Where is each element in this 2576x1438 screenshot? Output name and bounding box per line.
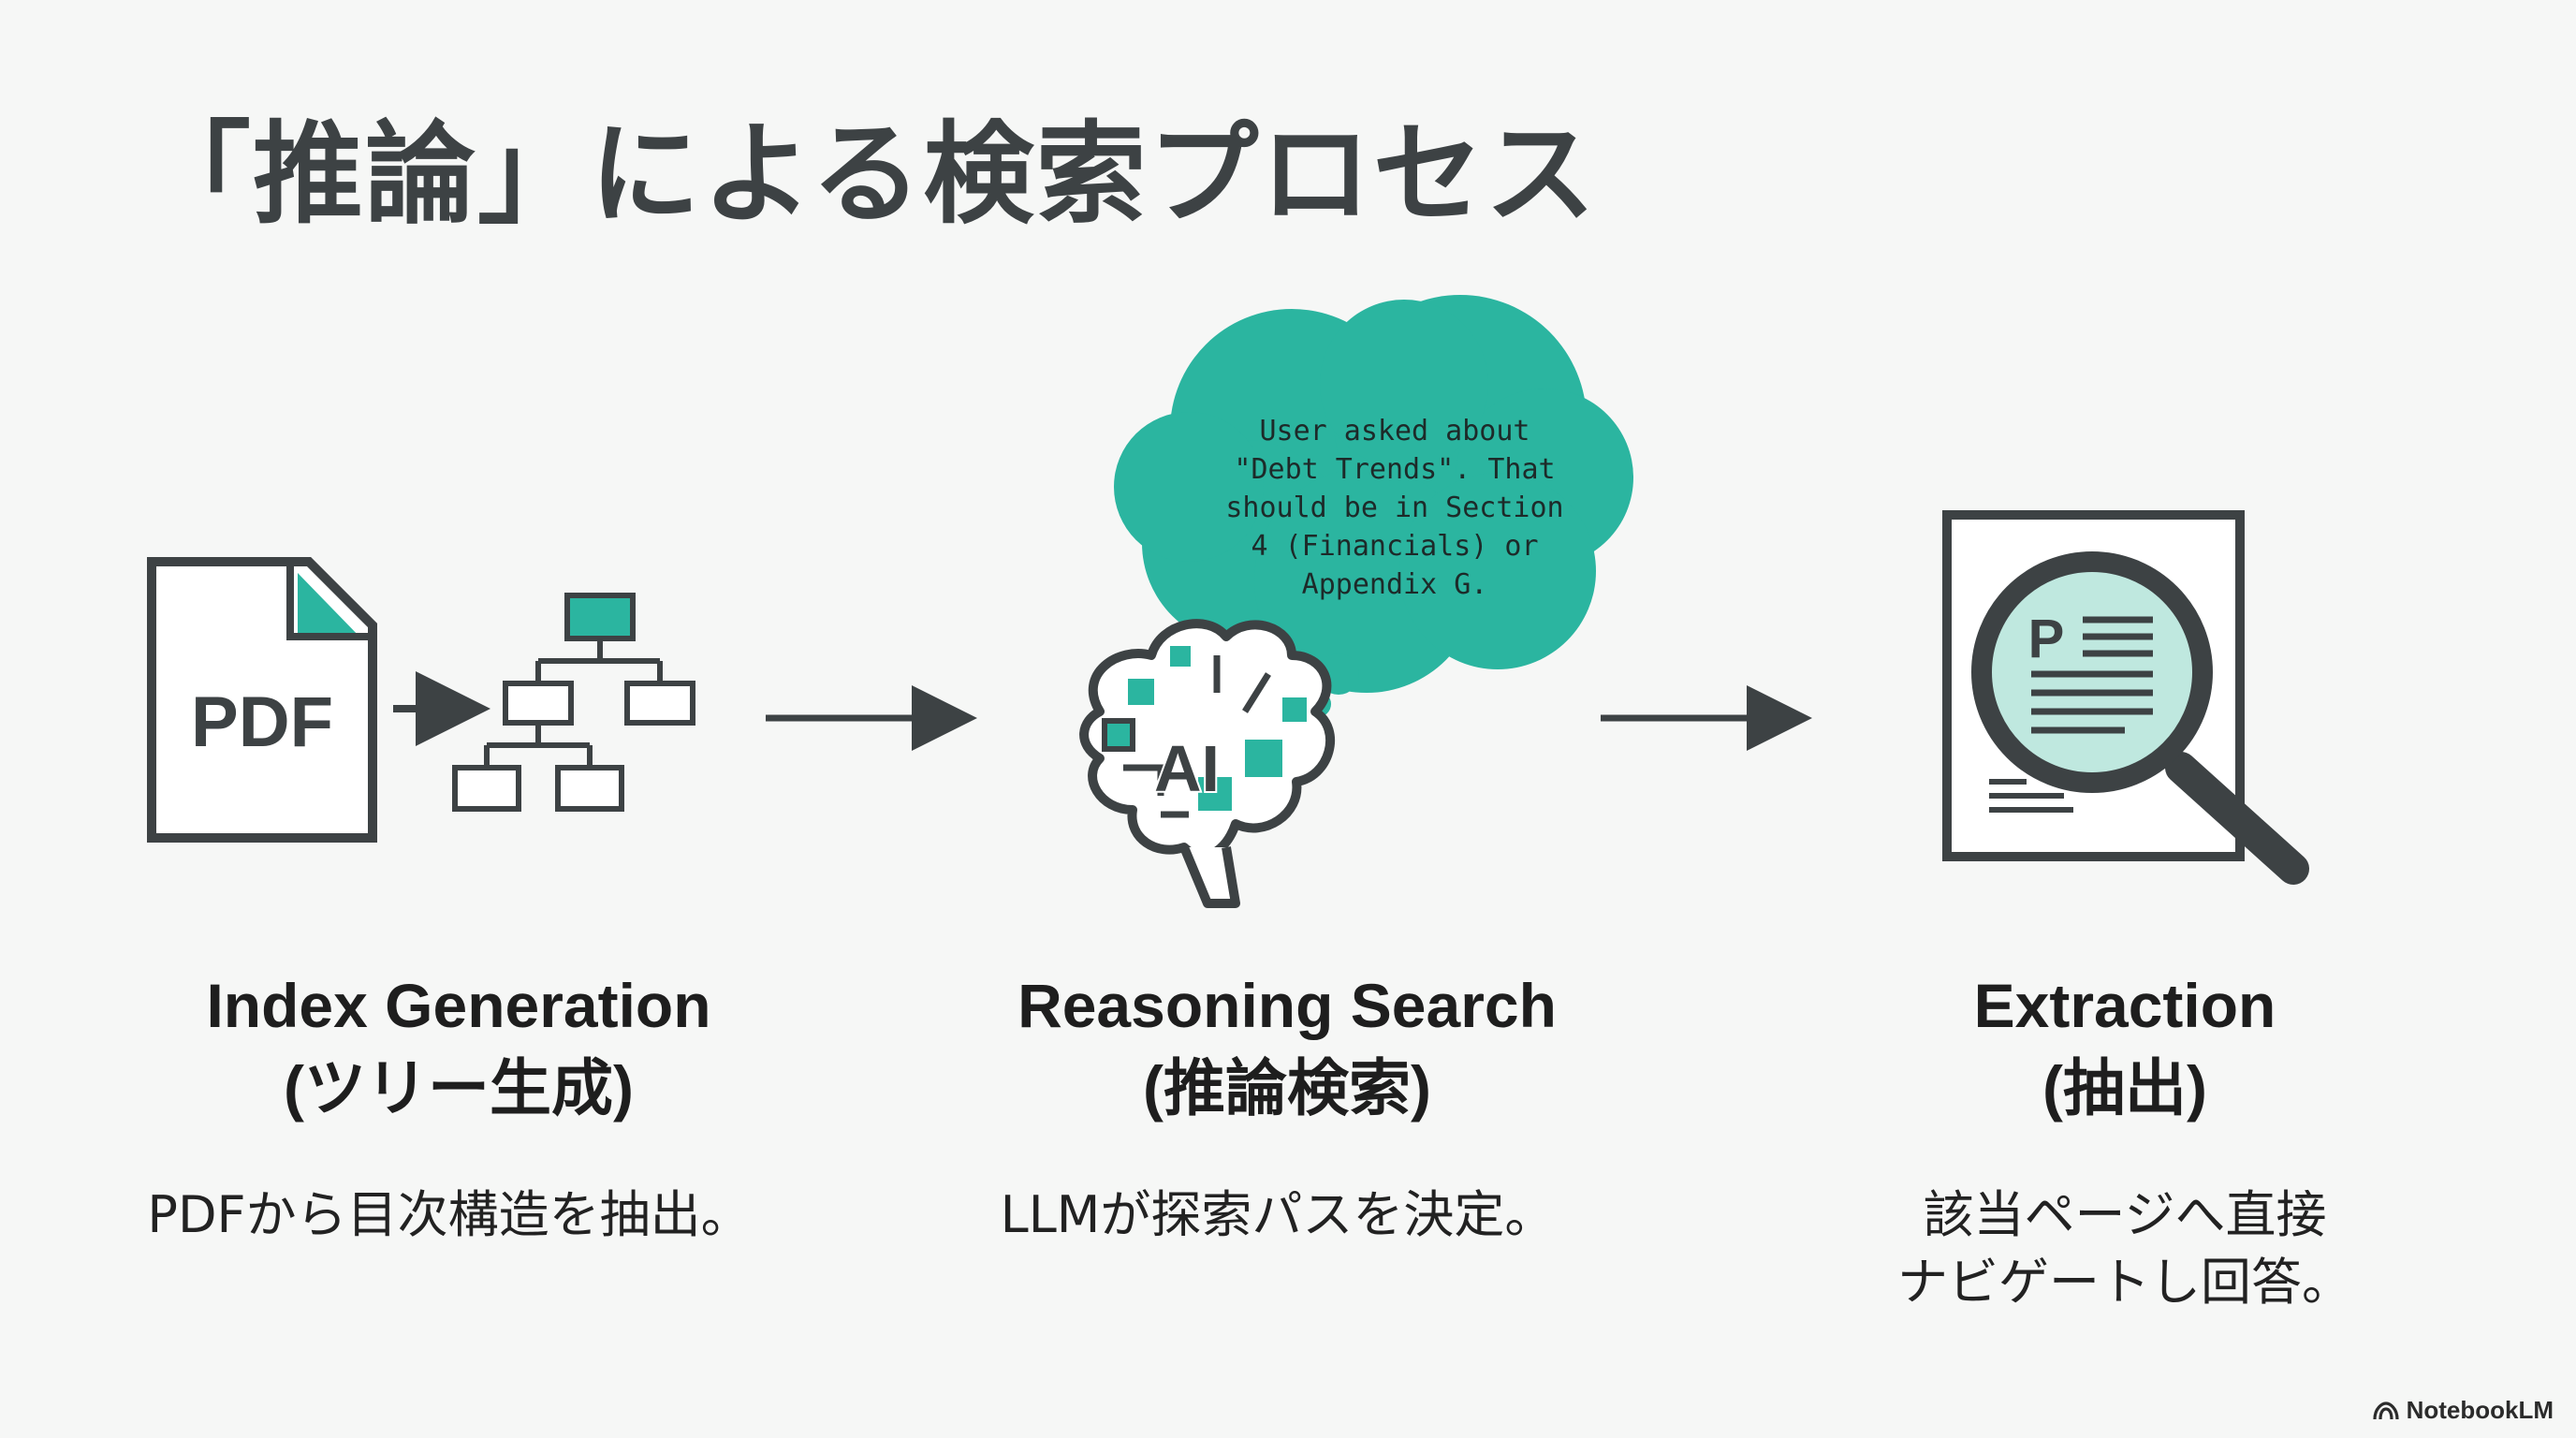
step2-title: Reasoning Search (推論検索) — [866, 964, 1708, 1129]
step1-title-ja: (ツリー生成) — [284, 1053, 634, 1123]
step3-title: Extraction (抽出) — [1704, 964, 2546, 1129]
step2-desc-line1: LLMが探索パスを決定。 — [1000, 1185, 1556, 1244]
thought-bubble-icon — [1114, 295, 1633, 717]
step1-title-en: Index Generation — [206, 971, 711, 1040]
thought-bubble-text: User asked about "Debt Trends". That sho… — [1225, 415, 1564, 601]
step1-desc-line1: PDFから目次構造を抽出。 — [147, 1185, 752, 1244]
step2-description: LLMが探索パスを決定。 — [856, 1181, 1699, 1249]
tree-structure-icon — [452, 593, 695, 812]
pdf-document-icon: PDF — [147, 557, 377, 843]
step1-title: Index Generation (ツリー生成) — [37, 964, 880, 1129]
ai-label: AI — [1154, 732, 1220, 805]
step1-description: PDFから目次構造を抽出。 — [28, 1181, 871, 1249]
step3-title-en: Extraction — [1973, 971, 2276, 1040]
magnifier-page-label: P — [2028, 609, 2065, 669]
magnifier-document-icon: P — [1942, 510, 2309, 885]
page-title: 「推論」による検索プロセス — [140, 110, 1598, 239]
step2-title-en: Reasoning Search — [1017, 971, 1557, 1040]
brand-name: NotebookLM — [2406, 1396, 2554, 1424]
step3-desc-line2: ナビゲートし回答。 — [1897, 1253, 2352, 1312]
step3-desc-line1: 該当ページへ直接 — [1923, 1185, 2327, 1244]
brand-watermark: NotebookLM — [2372, 1396, 2554, 1425]
pdf-label: PDF — [191, 682, 333, 762]
step3-description: 該当ページへ直接 ナビゲートし回答。 — [1704, 1181, 2546, 1316]
step2-title-ja: (推論検索) — [1143, 1053, 1431, 1123]
notebooklm-logo-icon — [2372, 1401, 2399, 1419]
ai-brain-icon: AI — [1079, 619, 1335, 908]
step3-title-ja: (抽出) — [2042, 1053, 2207, 1123]
